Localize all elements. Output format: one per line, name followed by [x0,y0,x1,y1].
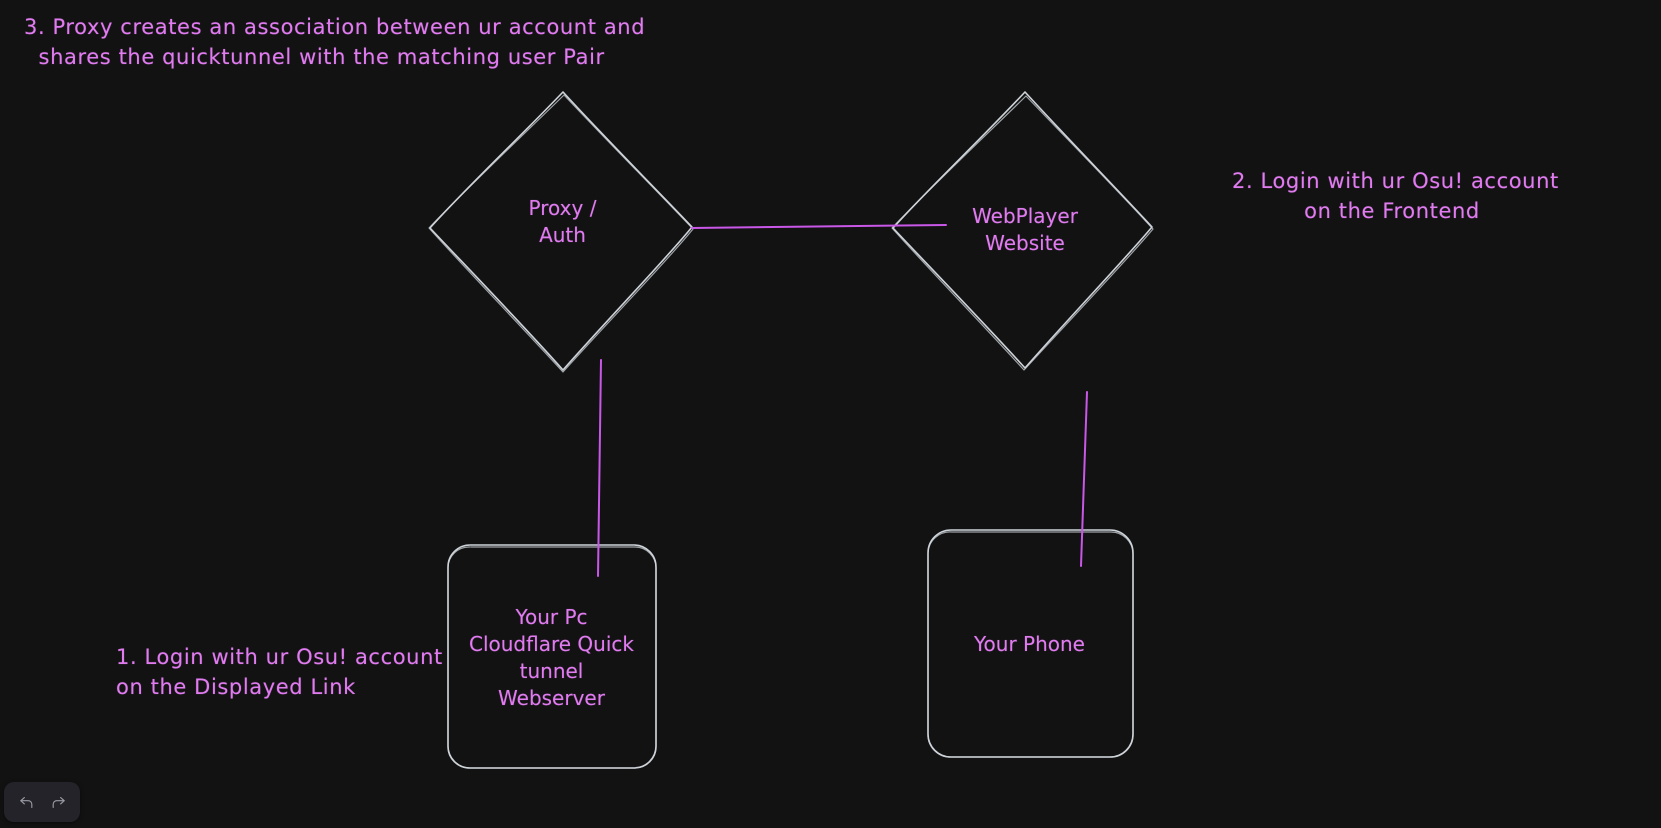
undo-button[interactable] [12,789,40,815]
annotation-note-step-3[interactable]: 3. Proxy creates an association between … [24,15,646,69]
annotation-note-step-1[interactable]: 1. Login with ur Osu! account on the Dis… [116,645,443,699]
node-proxy-auth[interactable] [428,91,694,373]
node-webplayer-website[interactable] [891,91,1154,371]
redo-button[interactable] [44,789,72,815]
connector-proxy-to-webplayer[interactable] [691,224,947,229]
undo-arrow-icon [19,796,32,808]
node-your-pc[interactable] [447,544,657,769]
node-your-phone[interactable] [927,529,1134,758]
connector-proxy-to-your-pc[interactable] [597,359,602,577]
history-toolbar [4,782,80,822]
annotation-note-step-2[interactable]: 2. Login with ur Osu! account on the Fro… [1232,169,1559,223]
redo-arrow-icon [52,796,65,808]
connector-webplayer-to-your-phone[interactable] [1080,391,1088,567]
